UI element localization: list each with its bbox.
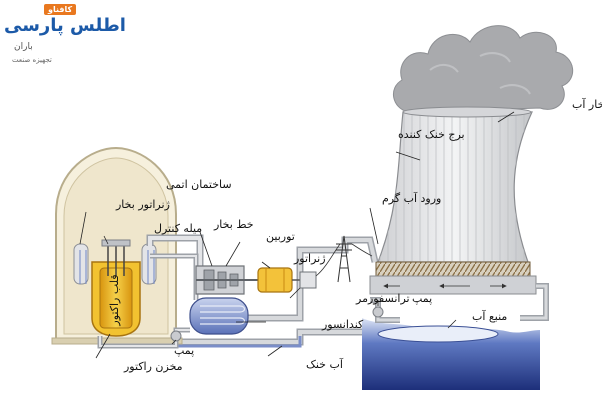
label-steam-line: خط بخار bbox=[213, 218, 254, 231]
label-hot-water-inlet: ورود آب گرم bbox=[382, 191, 441, 205]
label-pump: پمپ bbox=[174, 344, 194, 357]
logo: کافناو اطلس پارسی باران تجهیزه صنعت bbox=[4, 4, 126, 68]
leader-lines bbox=[79, 111, 515, 359]
steam-line bbox=[146, 234, 204, 300]
label-steam-generator: ژنراتور بخار bbox=[115, 198, 170, 211]
steam-cloud bbox=[393, 25, 573, 113]
label-steam: بخار آب bbox=[572, 97, 602, 111]
generator bbox=[257, 267, 317, 293]
label-reactor-vessel: مخزن راکتور bbox=[123, 360, 183, 373]
label-containment-building: ساختمان اتمی bbox=[166, 178, 232, 191]
label-condenser: کندانسور bbox=[321, 318, 364, 331]
label-control-rods: میله کنترل bbox=[154, 222, 202, 235]
label-transformer: ترانسفورمر bbox=[355, 292, 410, 305]
label-cooling-tower: برج خنک کننده bbox=[398, 128, 465, 141]
transformer-tower bbox=[315, 235, 373, 283]
label-pump-tower: پمپ bbox=[412, 292, 432, 305]
reactor-vessel bbox=[91, 239, 141, 337]
logo-partner: باران bbox=[14, 42, 33, 52]
label-core: قلب راکتور bbox=[108, 274, 121, 326]
cooling-tower bbox=[369, 106, 537, 295]
turbine bbox=[195, 265, 260, 295]
logo-tag: کافناو bbox=[44, 4, 77, 15]
label-generator: ژنراتور bbox=[293, 252, 326, 265]
label-turbine: توربین bbox=[266, 230, 295, 243]
tower-pump-line bbox=[370, 283, 549, 323]
label-cold-water: آب خنک bbox=[306, 357, 344, 371]
label-water-source: منبع آب bbox=[472, 309, 507, 323]
feed-pump bbox=[97, 327, 190, 349]
water-source-basin bbox=[362, 318, 540, 390]
logo-partner-sub: تجهیزه صنعت bbox=[12, 56, 52, 64]
logo-name: اطلس پارسی bbox=[4, 15, 126, 36]
condenser bbox=[189, 297, 249, 335]
